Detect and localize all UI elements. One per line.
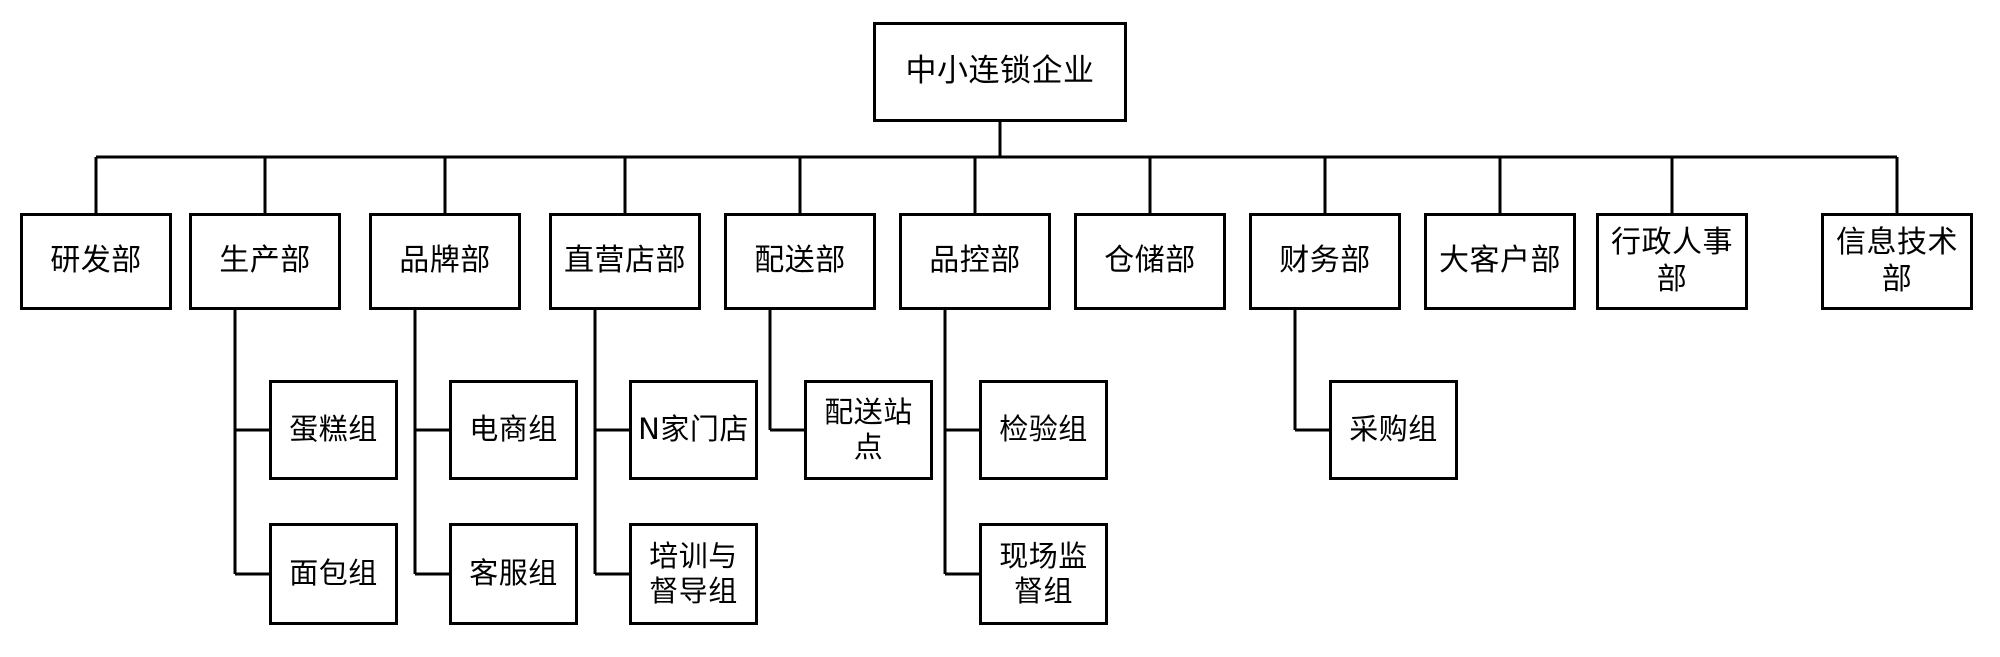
node-dept-direct-store-label: 直营店部 [564,243,686,279]
node-team-onsite-supervision-label: 现场监 督组 [999,538,1088,608]
node-dept-it[interactable]: 信息技术 部 [1821,213,1973,310]
node-dept-rd[interactable]: 研发部 [20,213,172,310]
node-team-cake-label: 蛋糕组 [289,412,378,447]
node-dept-production-label: 生产部 [219,243,311,279]
node-dept-rd-label: 研发部 [50,243,142,279]
node-team-bread-label: 面包组 [289,556,378,591]
node-root[interactable]: 中小连锁企业 [873,22,1127,122]
node-dept-delivery[interactable]: 配送部 [724,213,876,310]
node-team-customer-service-label: 客服组 [469,556,558,591]
node-dept-direct-store[interactable]: 直营店部 [549,213,701,310]
node-team-ecommerce[interactable]: 电商组 [449,380,578,480]
node-dept-admin-hr-label: 行政人事 部 [1611,224,1733,297]
node-team-bread[interactable]: 面包组 [269,523,398,625]
node-dept-warehouse-label: 仓储部 [1104,243,1196,279]
node-team-procurement-label: 采购组 [1349,412,1438,447]
node-dept-finance-label: 财务部 [1279,243,1371,279]
node-team-customer-service[interactable]: 客服组 [449,523,578,625]
node-root-label: 中小连锁企业 [905,53,1095,90]
node-dept-warehouse[interactable]: 仓储部 [1074,213,1226,310]
node-team-inspection[interactable]: 检验组 [979,380,1108,480]
node-dept-admin-hr[interactable]: 行政人事 部 [1596,213,1748,310]
node-team-cake[interactable]: 蛋糕组 [269,380,398,480]
node-dept-quality-control[interactable]: 品控部 [899,213,1051,310]
node-dept-quality-control-label: 品控部 [929,243,1021,279]
node-dept-finance[interactable]: 财务部 [1249,213,1401,310]
node-team-procurement[interactable]: 采购组 [1329,380,1458,480]
node-dept-brand[interactable]: 品牌部 [369,213,521,310]
node-team-delivery-station-label: 配送站 点 [824,394,913,464]
node-dept-key-accounts[interactable]: 大客户部 [1424,213,1576,310]
node-team-inspection-label: 检验组 [999,412,1088,447]
node-dept-it-label: 信息技术 部 [1836,224,1958,297]
node-dept-delivery-label: 配送部 [754,243,846,279]
node-team-n-stores[interactable]: N家门店 [629,380,758,480]
node-team-training-supervision-label: 培训与 督导组 [649,538,738,608]
node-dept-key-accounts-label: 大客户部 [1439,243,1561,279]
node-team-delivery-station[interactable]: 配送站 点 [804,380,933,480]
node-team-training-supervision[interactable]: 培训与 督导组 [629,523,758,625]
node-team-onsite-supervision[interactable]: 现场监 督组 [979,523,1108,625]
node-team-n-stores-label: N家门店 [638,412,749,447]
node-team-ecommerce-label: 电商组 [469,412,558,447]
node-dept-production[interactable]: 生产部 [189,213,341,310]
node-dept-brand-label: 品牌部 [399,243,491,279]
